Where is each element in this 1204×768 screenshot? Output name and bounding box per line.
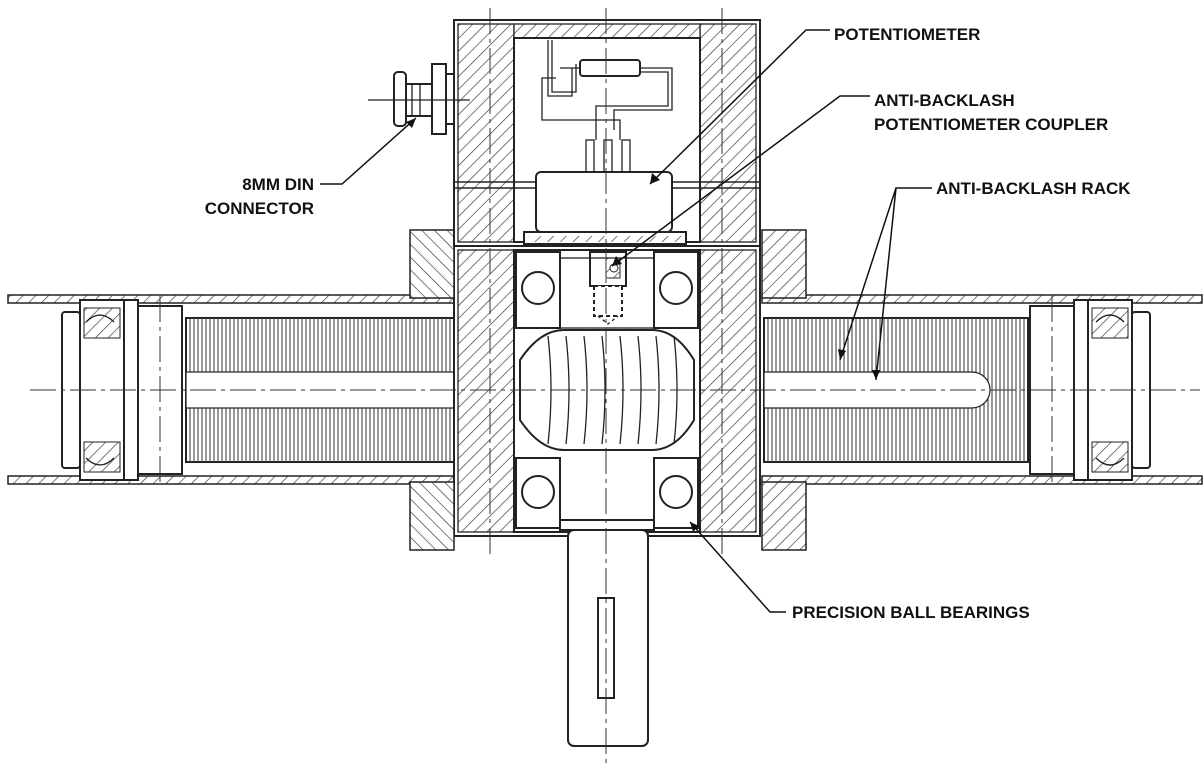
label-din-line2: CONNECTOR — [205, 199, 314, 218]
leader-lines — [320, 29, 932, 613]
din-connector — [368, 63, 470, 135]
flange-rings — [409, 229, 807, 551]
gear-tooth — [583, 335, 588, 445]
output-shaft — [559, 519, 655, 747]
label-coupler-line2: POTENTIOMETER COUPLER — [874, 115, 1108, 134]
center-lines — [30, 8, 1200, 768]
label-din-line1: 8MM DIN — [242, 175, 314, 194]
potentiometer-body — [523, 40, 687, 245]
label-rack: ANTI-BACKLASH RACK — [936, 179, 1131, 198]
label-bearings: PRECISION BALL BEARINGS — [792, 603, 1030, 622]
gear-tooth — [655, 335, 660, 445]
guide-tube-right — [761, 294, 1203, 485]
label-potentiometer: POTENTIOMETER — [834, 25, 980, 44]
label-coupler-line1: ANTI-BACKLASH — [874, 91, 1015, 110]
ball-bearings — [515, 251, 699, 529]
